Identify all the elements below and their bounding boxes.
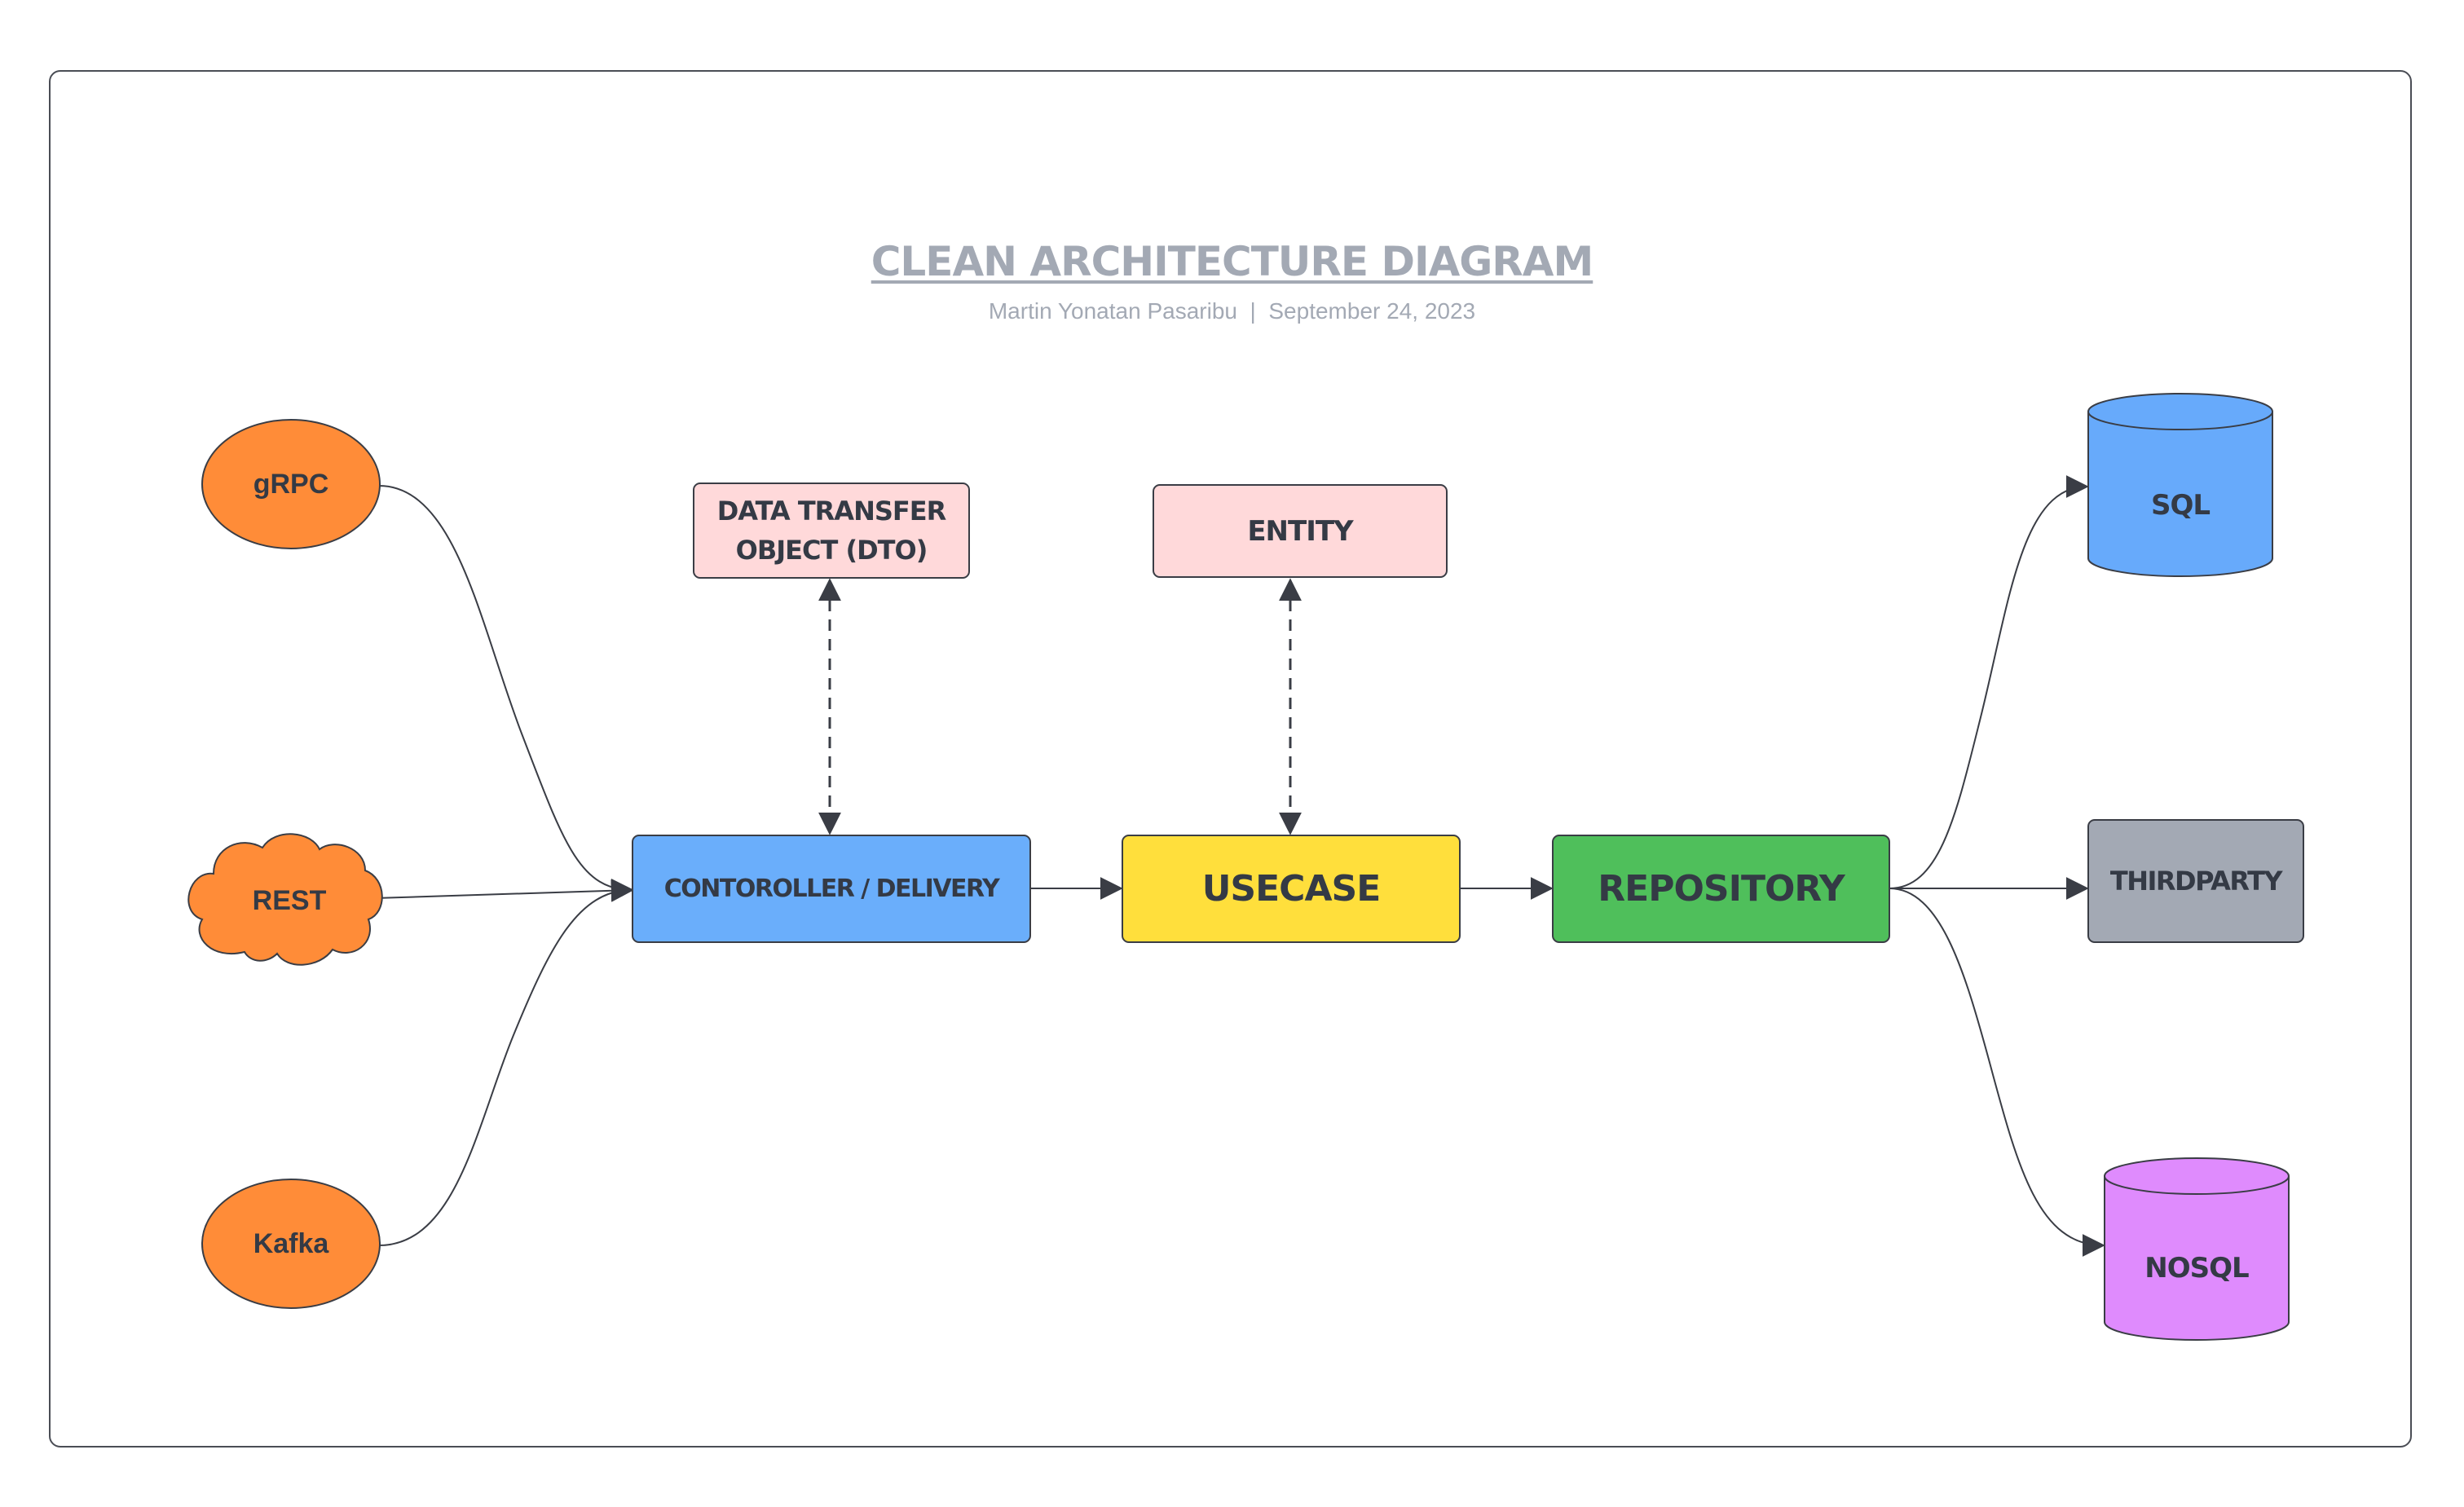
dto-label: DATA TRANSFER OBJECT (DTO) — [694, 483, 969, 578]
sql-label: SQL — [2150, 489, 2211, 522]
grpc-label: gRPC — [253, 468, 329, 500]
kafka-label: Kafka — [253, 1227, 329, 1259]
connector-repository-nosql — [1889, 888, 2105, 1257]
nosql-label: NOSQL — [2144, 1252, 2249, 1284]
diagram-date: September 24, 2023 — [1268, 298, 1476, 324]
dto-label-line1: DATA TRANSFER — [716, 496, 947, 527]
dto-label-line2: OBJECT (DTO) — [735, 535, 928, 566]
kafka-node-shape — [201, 1179, 381, 1309]
diagram-subtitle: Martin Yonatan Pasaribu | September 24, … — [0, 298, 2464, 324]
thirdparty-box — [2087, 819, 2304, 943]
connector-repository-sql — [1889, 475, 2089, 889]
repository-label: REPOSITORY — [1598, 868, 1845, 910]
rest-label: REST — [252, 884, 327, 916]
nosql-cylinder — [2104, 1157, 2290, 1341]
connector-kafka-controller — [378, 879, 634, 1246]
controller-box — [632, 835, 1031, 943]
thirdparty-label: THIRDPARTY — [2109, 866, 2283, 897]
usecase-box — [1122, 835, 1461, 943]
usecase-label: USECASE — [1201, 868, 1382, 910]
author-name: Martin Yonatan Pasaribu — [988, 298, 1237, 324]
diagram-title: CLEAN ARCHITECTURE DIAGRAM — [871, 238, 1594, 285]
sql-cylinder — [2087, 393, 2273, 577]
connector-grpc-controller — [378, 485, 634, 901]
entity-label: ENTITY — [1247, 514, 1353, 548]
grpc-node-shape — [201, 419, 381, 549]
rest-cloud-shape — [187, 833, 383, 966]
connector-rest-controller — [374, 879, 634, 902]
entity-box — [1153, 484, 1448, 578]
diagram-frame — [49, 70, 2412, 1448]
dto-box — [693, 483, 970, 579]
subtitle-separator: | — [1250, 298, 1256, 324]
repository-box — [1552, 835, 1890, 943]
controller-label: CONTOROLLER / DELIVERY — [663, 875, 1000, 903]
